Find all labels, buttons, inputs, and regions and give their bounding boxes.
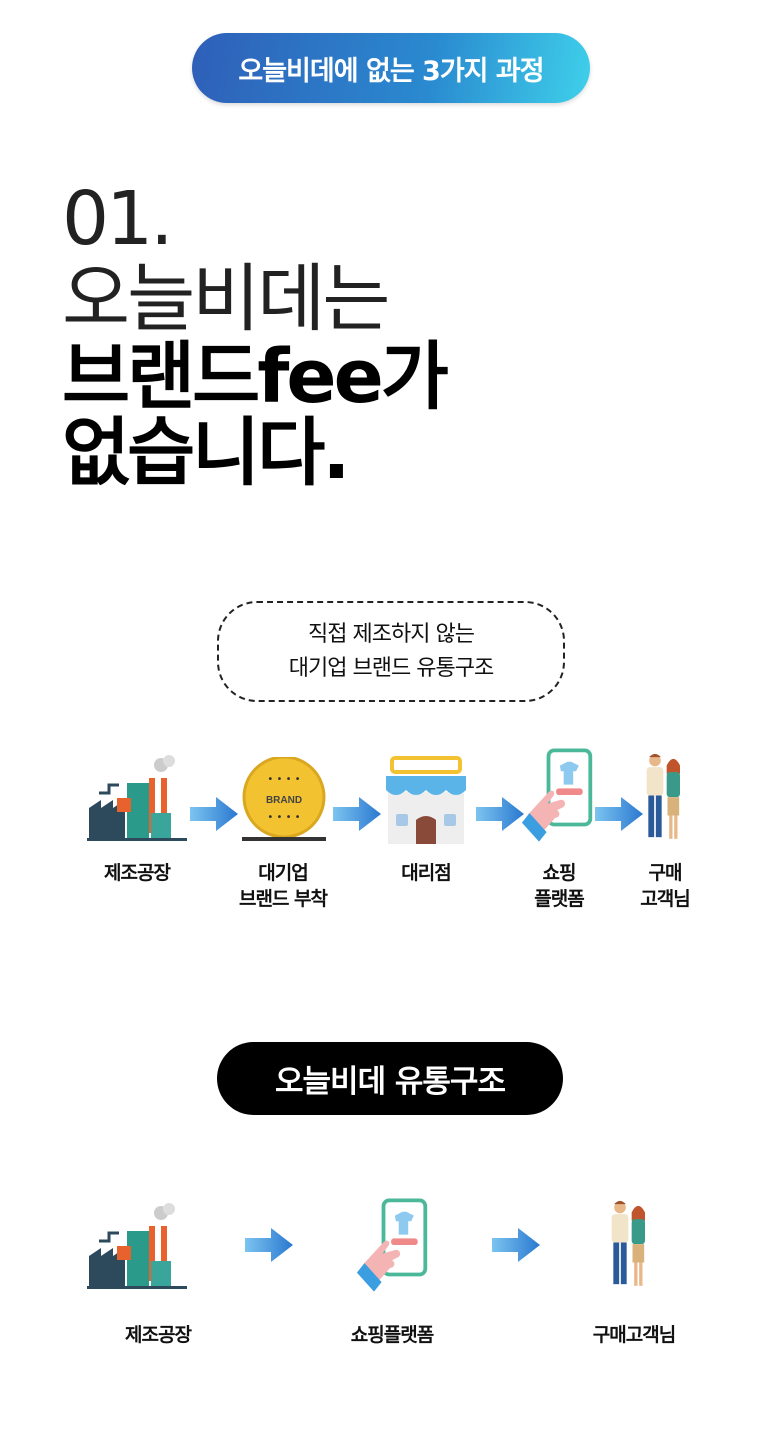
section-pill: 오늘비데 유통구조 [217,1042,563,1115]
shopping-phone-icon [355,1198,431,1294]
arrow-right-icon [190,797,238,831]
callout-line-2: 대기업 브랜드 유통구조 [288,655,494,681]
flow-label-store: 대리점 [401,862,451,884]
dashed-callout: 직접 제조하지 않는 대기업 브랜드 유통구조 [217,601,565,702]
heading-line-2: 오늘비데는 [62,256,390,342]
flow2-label-factory: 제조공장 [125,1324,192,1346]
heading-line-4: 없습니다. [62,410,350,496]
brand-coin-icon: • • • • BRAND • • • • [242,757,326,841]
svg-text:• • • •: • • • • [267,774,300,785]
shopping-phone-icon [520,748,596,844]
brand-text: BRAND [266,795,302,806]
callout-line-1: 직접 제조하지 않는 [308,621,475,647]
factory-icon [87,1200,187,1292]
heading-line-3: 브랜드fee가 [62,334,449,420]
customers-icon [640,748,690,848]
arrow-right-icon [333,797,381,831]
flow2-label-customer: 구매고객님 [592,1324,676,1346]
arrow-right-icon [476,797,524,831]
flow-label-factory: 제조공장 [104,862,171,884]
arrow-right-icon [492,1228,540,1262]
arrow-right-icon [595,797,643,831]
factory-icon [87,752,187,844]
flow2-label-platform: 쇼핑플랫폼 [350,1324,434,1346]
svg-text:• • • •: • • • • [267,812,300,823]
heading-number: 01. [62,176,174,262]
customers-icon [605,1195,655,1295]
store-icon [386,756,466,844]
arrow-right-icon [245,1228,293,1262]
section-badge: 오늘비데에 없는 3가지 과정 [192,33,590,103]
